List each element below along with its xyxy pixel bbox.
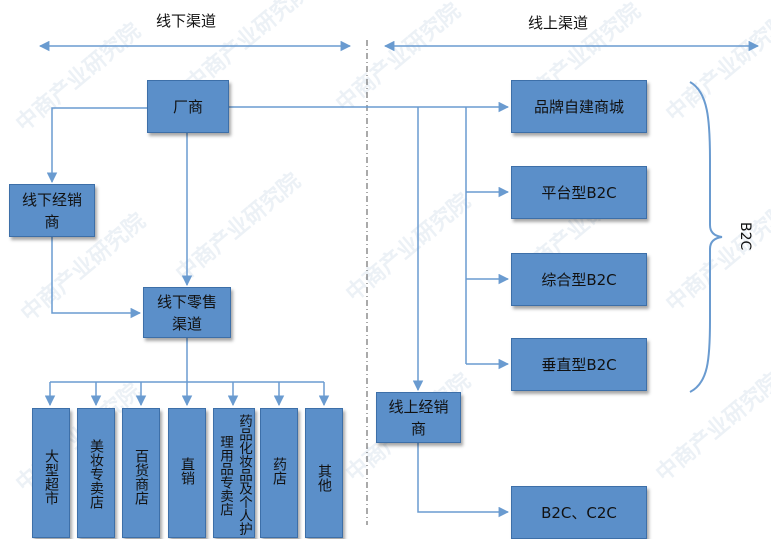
offline-retail-node: 线下零售 渠道: [143, 287, 231, 338]
retail-channel-personal-care-store: 药品化妆品及个人护理用品专卖店: [213, 408, 255, 538]
offline-distributor-node: 线下经销 商: [9, 184, 95, 237]
retail-channel-supermarket: 大型超市: [32, 408, 70, 538]
retail-channel-direct-sales: 直销: [168, 408, 206, 538]
connector-lines: [38, 40, 760, 525]
channel-diagram: 中商产业研究院 中商产业研究院 中商产业研究院 中商产业研究院 中商产业研究院 …: [9, 0, 771, 539]
brand-mall-node: 品牌自建商城: [511, 80, 647, 133]
retail-channel-pharmacy: 药店: [260, 408, 298, 538]
online-distributor-node: 线上经销 商: [376, 392, 461, 443]
vertical-b2c-node: 垂直型B2C: [511, 338, 647, 391]
b2c-c2c-node: B2C、C2C: [511, 486, 647, 539]
manufacturer-node: 厂商: [147, 80, 229, 133]
comprehensive-b2c-node: 综合型B2C: [511, 253, 647, 306]
b2c-group-label: B2C: [737, 222, 753, 251]
offline-channel-title: 线下渠道: [156, 12, 217, 30]
retail-channel-beauty-store: 美妆专卖店: [77, 408, 115, 538]
online-channel-title: 线上渠道: [528, 14, 589, 32]
retail-channel-other: 其他: [305, 408, 343, 538]
retail-channel-department-store: 百货商店: [122, 408, 160, 538]
platform-b2c-node: 平台型B2C: [511, 166, 647, 219]
